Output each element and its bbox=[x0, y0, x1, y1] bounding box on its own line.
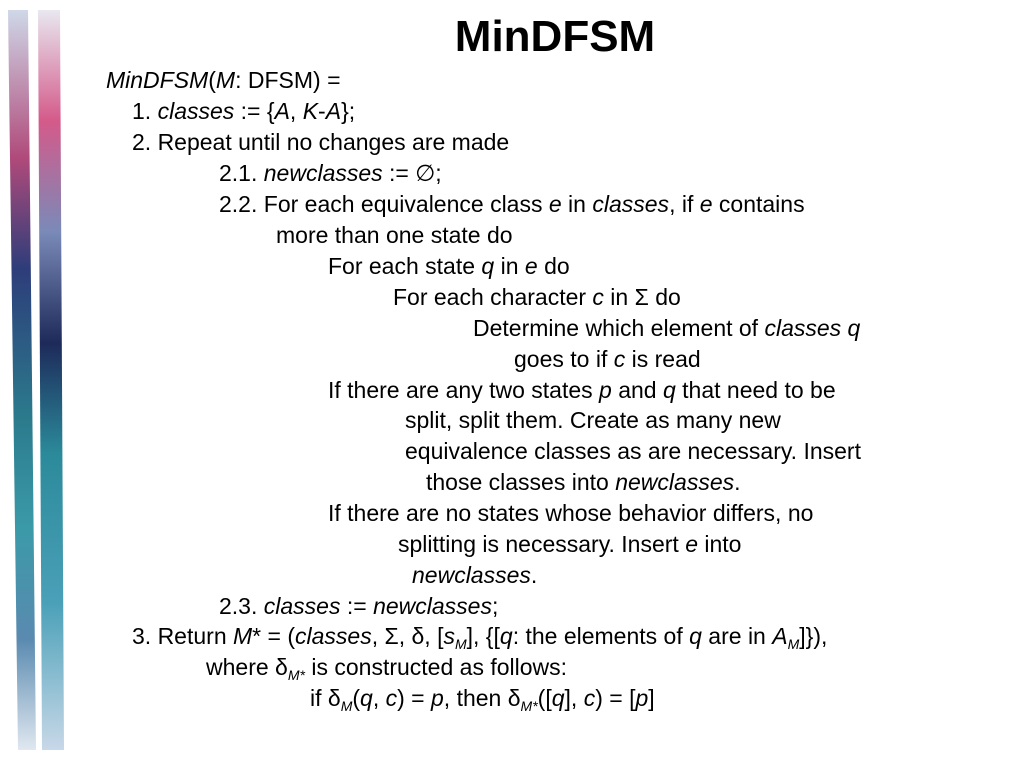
step-1: 1. classes := {A, K-A}; bbox=[132, 98, 356, 124]
decorative-strip bbox=[8, 10, 64, 750]
algorithm-heading: MinDFSM(M: DFSM) = bbox=[106, 67, 341, 93]
if-no-split-cont-2: newclasses. bbox=[412, 562, 538, 588]
delta-definition: if δM(q, c) = p, then δM*([q], c) = [p] bbox=[310, 685, 655, 714]
determine-cont: goes to if c is read bbox=[514, 346, 701, 372]
if-no-split-cont-1: splitting is necessary. Insert e into bbox=[398, 531, 742, 557]
step-3: 3. Return M* = (classes, Σ, δ, [sM], {[q… bbox=[132, 623, 828, 652]
where-line: where δM* is constructed as follows: bbox=[206, 654, 568, 683]
if-no-split-line: If there are no states whose behavior di… bbox=[328, 500, 814, 526]
step-2-1: 2.1. newclasses := ∅; bbox=[219, 160, 442, 186]
if-split-cont-2: equivalence classes as are necessary. In… bbox=[405, 438, 861, 464]
if-split-line: If there are any two states p and q that… bbox=[328, 377, 836, 403]
step-2-2-cont: more than one state do bbox=[276, 222, 513, 248]
slide-title: MinDFSM bbox=[454, 12, 656, 61]
strip-band-2 bbox=[38, 10, 64, 750]
if-split-cont-3: those classes into newclasses. bbox=[426, 469, 741, 495]
strip-band-1 bbox=[8, 10, 36, 750]
for-each-character: For each character c in Σ do bbox=[393, 284, 681, 310]
if-split-cont-1: split, split them. Create as many new bbox=[405, 407, 781, 433]
determine-line: Determine which element of classes q bbox=[473, 315, 861, 341]
step-2: 2. Repeat until no changes are made bbox=[132, 129, 510, 155]
for-each-state: For each state q in e do bbox=[328, 253, 570, 279]
step-2-3: 2.3. classes := newclasses; bbox=[219, 593, 499, 619]
step-2-2: 2.2. For each equivalence class e in cla… bbox=[219, 191, 805, 217]
